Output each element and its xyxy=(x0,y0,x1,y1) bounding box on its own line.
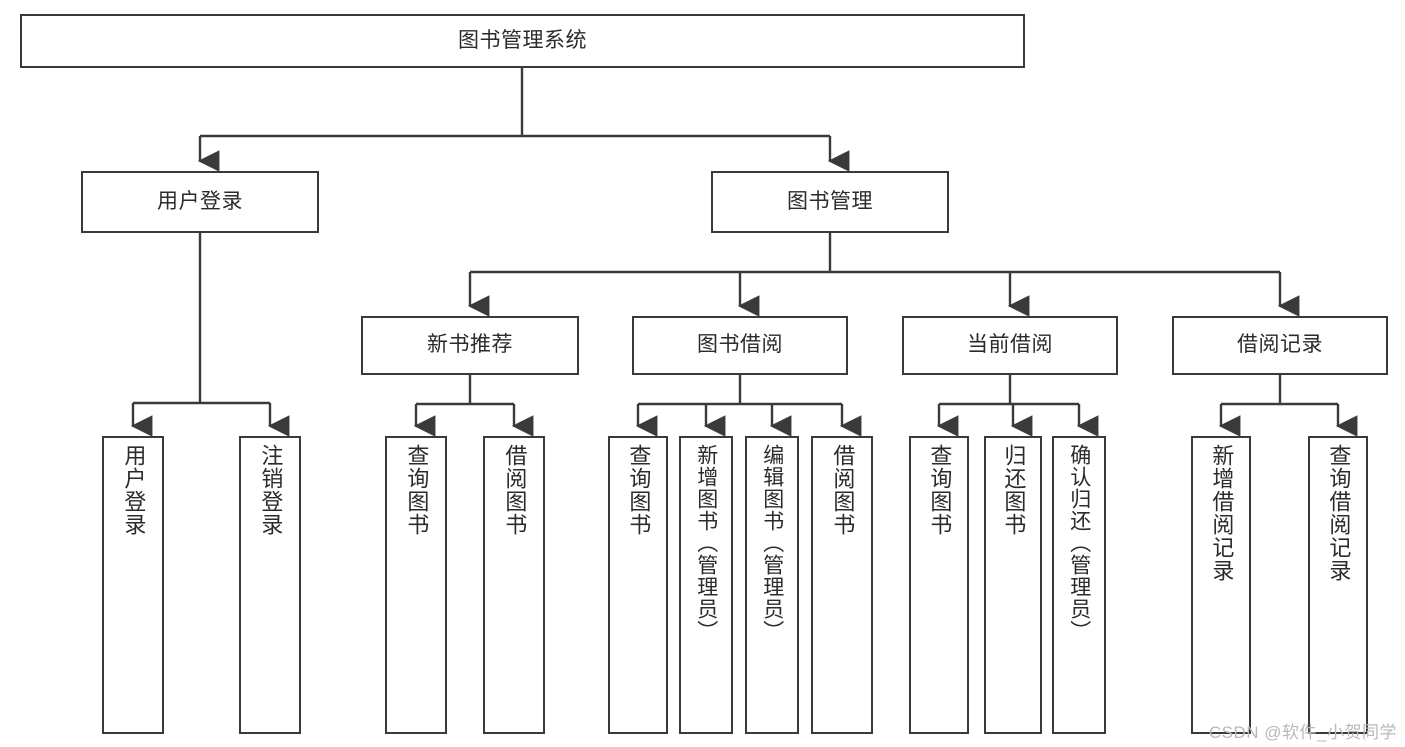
node-leaf-11-label: 确认归还（管理员） xyxy=(1067,444,1091,642)
node-leaf-12-label: 新增借阅记录 xyxy=(1209,444,1235,582)
node-leaf-2[interactable]: 注销登录 xyxy=(239,436,301,734)
node-level2-2-label: 图书管理 xyxy=(787,189,873,213)
node-leaf-6[interactable]: 新增图书（管理员） xyxy=(679,436,733,734)
node-root[interactable]: 图书管理系统 xyxy=(20,14,1025,68)
node-leaf-2-label: 注销登录 xyxy=(258,444,284,536)
node-leaf-7[interactable]: 编辑图书（管理员） xyxy=(745,436,799,734)
node-leaf-1[interactable]: 用户登录 xyxy=(102,436,164,734)
node-level3-1-label: 新书推荐 xyxy=(427,333,513,357)
node-leaf-8-label: 借阅图书 xyxy=(830,444,856,536)
node-leaf-6-label: 新增图书（管理员） xyxy=(694,444,718,642)
node-leaf-5-label: 查询图书 xyxy=(626,444,652,536)
node-root-label: 图书管理系统 xyxy=(458,28,587,52)
node-level2-1[interactable]: 用户登录 xyxy=(81,171,319,233)
node-leaf-9-label: 查询图书 xyxy=(927,444,953,536)
node-level3-3[interactable]: 当前借阅 xyxy=(902,316,1118,375)
node-leaf-10[interactable]: 归还图书 xyxy=(984,436,1042,734)
node-leaf-13-label: 查询借阅记录 xyxy=(1326,444,1352,582)
watermark: CSDN @软件_小贺同学 xyxy=(1208,723,1397,742)
node-leaf-1-label: 用户登录 xyxy=(121,444,147,536)
node-level3-1[interactable]: 新书推荐 xyxy=(361,316,579,375)
node-leaf-8[interactable]: 借阅图书 xyxy=(811,436,873,734)
node-level3-4[interactable]: 借阅记录 xyxy=(1172,316,1388,375)
node-leaf-3[interactable]: 查询图书 xyxy=(385,436,447,734)
node-leaf-4[interactable]: 借阅图书 xyxy=(483,436,545,734)
node-level3-4-label: 借阅记录 xyxy=(1237,333,1323,357)
node-leaf-12[interactable]: 新增借阅记录 xyxy=(1191,436,1251,734)
node-leaf-5[interactable]: 查询图书 xyxy=(608,436,668,734)
node-leaf-9[interactable]: 查询图书 xyxy=(909,436,969,734)
node-leaf-4-label: 借阅图书 xyxy=(502,444,528,536)
node-leaf-13[interactable]: 查询借阅记录 xyxy=(1308,436,1368,734)
node-leaf-11[interactable]: 确认归还（管理员） xyxy=(1052,436,1106,734)
node-level3-2-label: 图书借阅 xyxy=(697,333,783,357)
node-level2-2[interactable]: 图书管理 xyxy=(711,171,949,233)
node-level3-3-label: 当前借阅 xyxy=(967,333,1053,357)
node-leaf-3-label: 查询图书 xyxy=(404,444,430,536)
node-leaf-10-label: 归还图书 xyxy=(1001,444,1027,536)
node-level2-1-label: 用户登录 xyxy=(157,189,243,213)
node-leaf-7-label: 编辑图书（管理员） xyxy=(760,444,784,642)
node-level3-2[interactable]: 图书借阅 xyxy=(632,316,848,375)
